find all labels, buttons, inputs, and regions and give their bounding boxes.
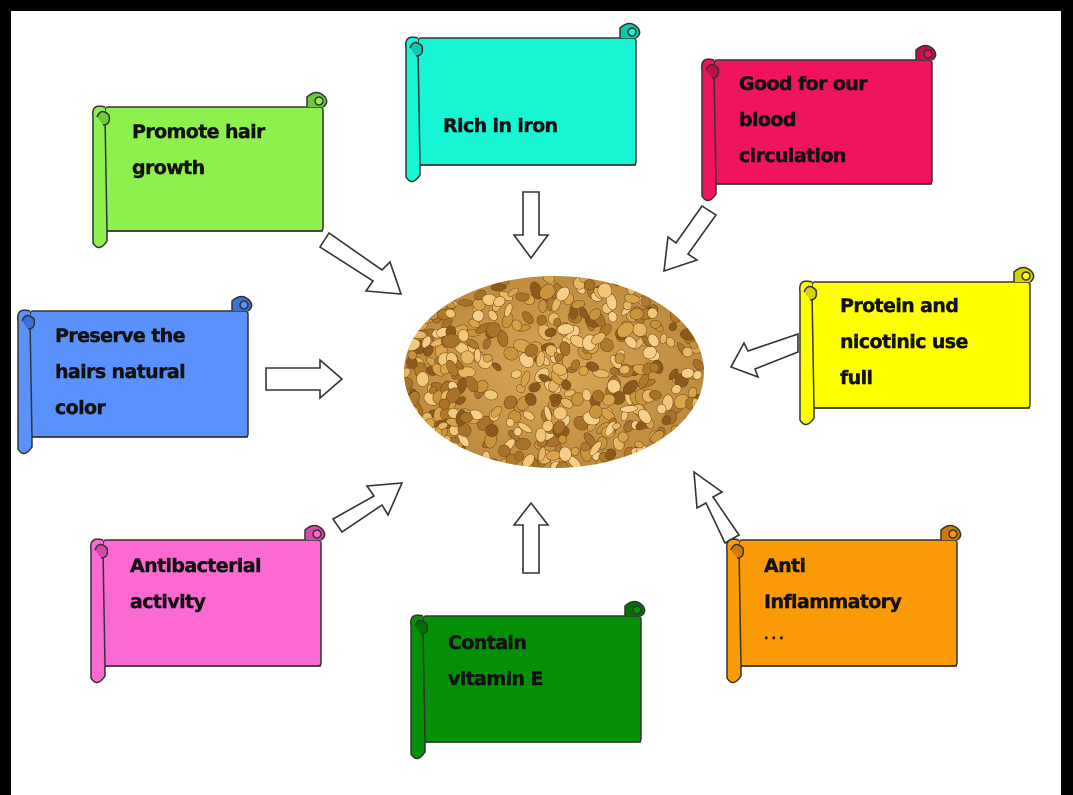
fenugreek-seeds-image: [404, 276, 704, 468]
scroll-hair-color: [17, 295, 253, 455]
scroll-promote-hair: [92, 91, 328, 249]
scroll-rich-iron: [405, 22, 641, 183]
arrows: [265, 191, 799, 574]
arrow-from-promote-hair: [318, 231, 403, 295]
label-anti-line-3: · · ·: [764, 631, 784, 645]
label-antibacterial-line-2: activity: [130, 591, 206, 613]
label-promote-hair: Promote hair growth: [132, 114, 266, 186]
scroll-protein-nicotinic: [799, 266, 1035, 426]
label-protein-nicotinic: Protein and nicotinic use full: [840, 288, 969, 396]
scroll-anti-inflammatory: [726, 524, 962, 684]
arrow-from-vitamin-e: [512, 501, 550, 574]
label-promote-hair-line-2: growth: [132, 157, 206, 179]
label-anti-line-1: Anti: [764, 555, 806, 577]
label-rich-iron-line-1: Rich in iron: [443, 115, 558, 137]
arrow-from-blood-circulation: [663, 204, 718, 273]
scroll-blood-circulation: [701, 44, 937, 202]
label-rich-iron: Rich in iron: [443, 108, 558, 144]
label-vitamin-line-2: vitamin E: [448, 668, 544, 690]
label-protein-line-3: full: [840, 367, 873, 389]
arrow-from-antibacterial: [331, 482, 404, 534]
scroll-banners: [17, 22, 1035, 760]
scroll-vitamin-e: [410, 600, 646, 760]
label-vitamin-line-1: Contain: [448, 632, 527, 654]
label-blood-line-2: blood: [739, 109, 797, 131]
label-anti-line-2: Inflammatory: [764, 591, 902, 613]
label-antibacterial: Antibacterial activity: [130, 548, 262, 620]
arrow-from-anti-inflammatory: [693, 470, 741, 545]
label-protein-line-1: Protein and: [840, 295, 959, 317]
label-vitamin-e: Contain vitamin E: [448, 625, 544, 697]
label-blood-line-3: circulation: [739, 145, 847, 167]
label-hair-color-line-2: hairs natural: [55, 361, 186, 383]
label-hair-color-line-3: color: [55, 397, 106, 419]
label-blood-circulation: Good for our blood circulation: [739, 66, 868, 174]
label-hair-color-line-1: Preserve the: [55, 325, 186, 347]
arrow-from-hair-color: [265, 358, 344, 400]
label-antibacterial-line-1: Antibacterial: [130, 555, 262, 577]
label-protein-line-2: nicotinic use: [840, 331, 969, 353]
label-promote-hair-line-1: Promote hair: [132, 121, 266, 143]
label-blood-line-1: Good for our: [739, 73, 868, 95]
label-hair-color: Preserve the hairs natural color: [55, 318, 186, 426]
arrow-from-protein: [729, 332, 799, 379]
scroll-antibacterial: [90, 524, 326, 684]
arrow-from-rich-iron: [512, 191, 550, 260]
